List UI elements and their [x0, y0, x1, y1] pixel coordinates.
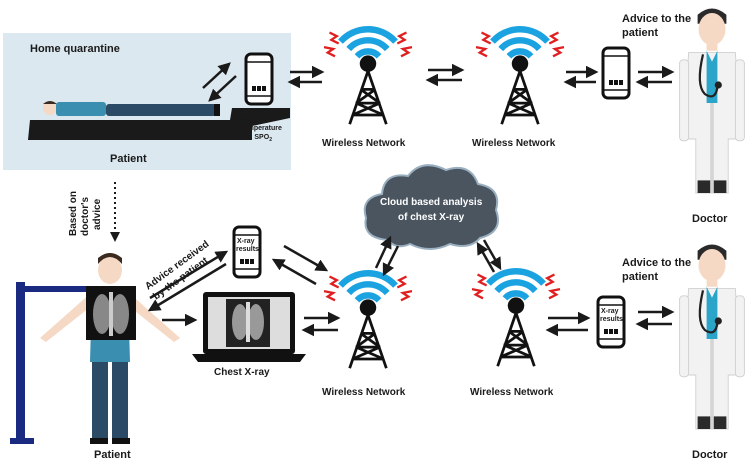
patient-label-bottom: Patient: [94, 449, 131, 461]
wireless-tower-1-icon: [324, 29, 412, 124]
wireless-label-2: Wireless Network: [472, 138, 556, 149]
doctor-bottom-icon: [678, 243, 746, 431]
arrow-tower3-to-results: [283, 244, 329, 272]
xray-results-phone-b: X-ray results: [596, 295, 626, 349]
lying-patient-icon: [43, 101, 220, 116]
cloud-analysis-icon: Cloud based analysis of chest X-ray: [363, 164, 499, 250]
wireless-tower-3-icon: [324, 273, 412, 368]
xray-results-phone-a: X-ray results: [232, 225, 262, 279]
arrow-cloud-to-tower3: [382, 245, 400, 277]
advice-bottom-line2: patient: [622, 271, 658, 283]
arrow-results-to-tower3: [271, 258, 317, 286]
results-b-line1: X-ray: [601, 308, 619, 315]
arrow-patient-to-phone: [208, 75, 237, 102]
svg-text:and SPO2: and SPO2: [240, 134, 272, 143]
doctor-label-bottom: Doctor: [692, 449, 728, 461]
arrow-phone-to-patient: [202, 62, 231, 89]
chest-xray-label: Chest X-ray: [214, 367, 270, 378]
wireless-tower-2-icon: [476, 29, 564, 124]
arrow-cloud-to-tower4: [482, 239, 502, 271]
home-quarantine-title: Home quarantine: [30, 43, 120, 55]
results-a-line2: results: [236, 246, 259, 253]
arrow-results-to-patient: [147, 262, 227, 312]
sending-line1: Sending: [240, 116, 268, 123]
doctor-phone-top-icon: [601, 46, 631, 100]
results-a-line1: X-ray: [237, 238, 255, 245]
results-b-line2: results: [600, 316, 623, 323]
based-on-line1: Based on: [68, 191, 79, 236]
xray-plate-icon: [86, 286, 136, 340]
home-quarantine-panel: Home quarantine Patient: [3, 33, 291, 170]
advice-top-line1: Advice to the: [622, 13, 691, 25]
wireless-label-4: Wireless Network: [470, 387, 554, 398]
doctor-label-top: Doctor: [692, 213, 728, 225]
cloud-line1: Cloud based analysis: [380, 197, 483, 208]
patient-label-top: Patient: [110, 153, 147, 165]
arrow-patient-to-results: [149, 250, 229, 300]
sending-line3: and SPO: [240, 134, 270, 141]
advice-top-line2: patient: [622, 27, 658, 39]
wireless-tower-4-icon: [472, 271, 560, 366]
sending-sub: 2: [269, 137, 272, 143]
wireless-label-1: Wireless Network: [322, 138, 406, 149]
doctor-top-icon: [678, 7, 746, 195]
wireless-label-3: Wireless Network: [322, 387, 406, 398]
sending-line2: Temperature: [240, 125, 282, 132]
based-on-advice-note: Based on doctor's advice: [68, 191, 103, 236]
cloud-line2: of chest X-ray: [398, 212, 465, 223]
laptop-icon: [192, 292, 306, 362]
arrow-tower3-to-cloud: [374, 235, 392, 269]
arrow-tower4-to-cloud: [476, 241, 496, 273]
bed-icon: [28, 108, 290, 140]
sending-phone-icon: [244, 52, 274, 106]
based-on-line3: advice: [92, 198, 103, 230]
based-on-line2: doctor's: [80, 197, 91, 236]
advice-bottom-line1: Advice to the: [622, 257, 691, 269]
